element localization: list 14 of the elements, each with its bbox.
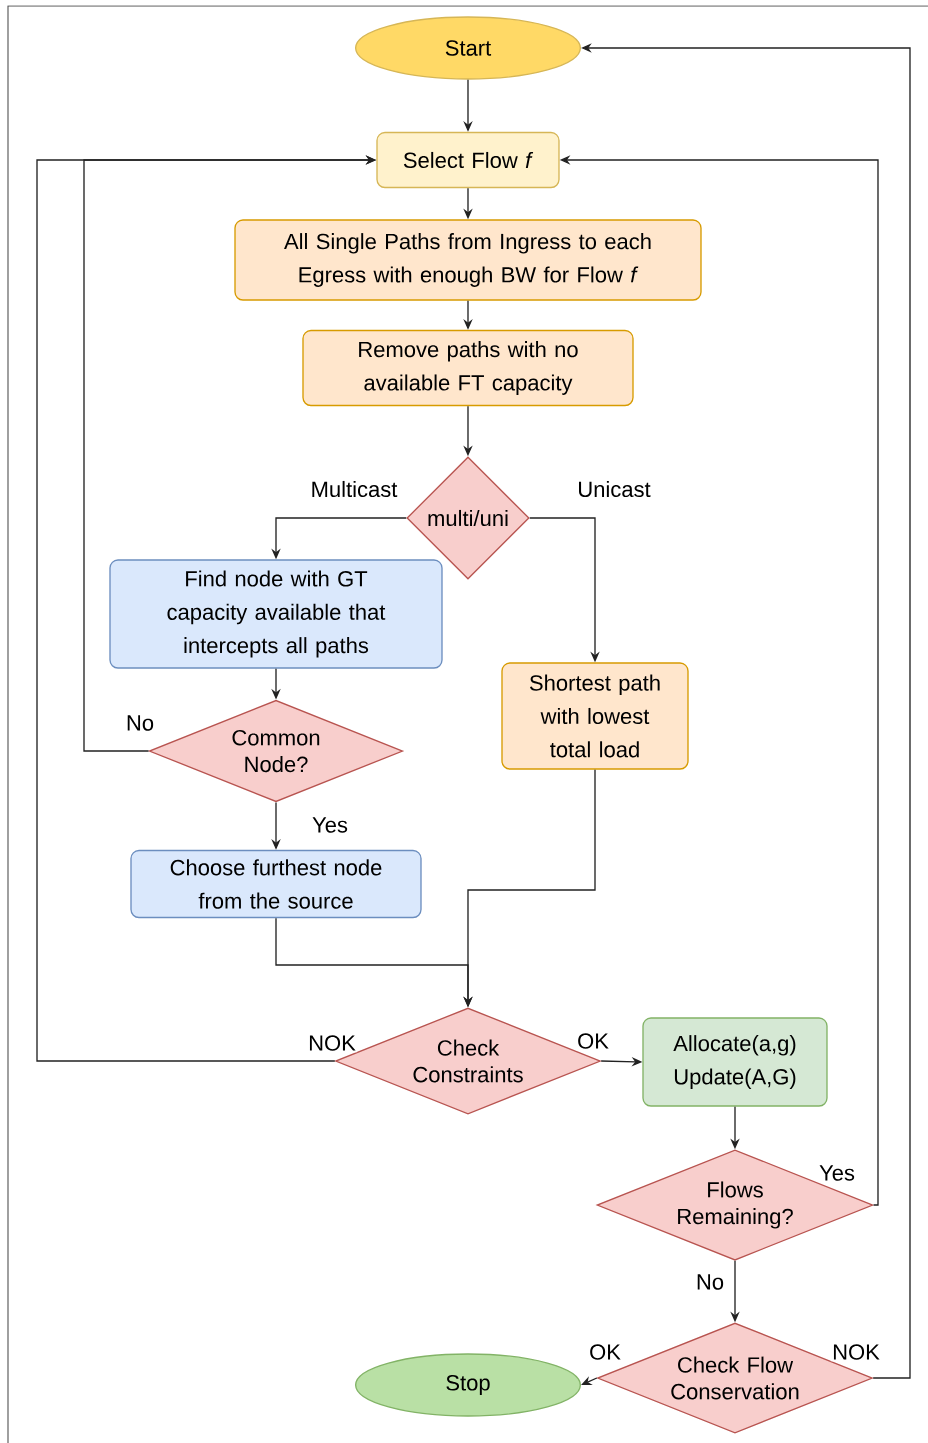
- edge-label: NOK: [306, 1033, 358, 1053]
- edge-label: NOK: [830, 1342, 882, 1362]
- process-box: Find node with GT capacity available that intercepts all paths: [109, 559, 443, 669]
- edge-label: Unicast: [576, 479, 652, 499]
- process-box: Choose furthest node from the source: [130, 849, 422, 919]
- process-box: Remove paths with no available FT capacity: [302, 329, 634, 407]
- edge-label: Yes: [817, 1164, 857, 1182]
- edge-label: Multicast: [309, 479, 399, 499]
- edge-label: Yes: [310, 816, 350, 834]
- edge-label: No: [694, 1273, 726, 1291]
- process-box: Allocate(a,g) Update(A,G): [642, 1017, 828, 1107]
- process-box: All Single Paths from Ingress to each Egress with enough BW for Flow f: [234, 219, 702, 301]
- process-box: Shortest path with lowest total load: [501, 662, 689, 770]
- process-box: Select Flow f: [376, 131, 560, 189]
